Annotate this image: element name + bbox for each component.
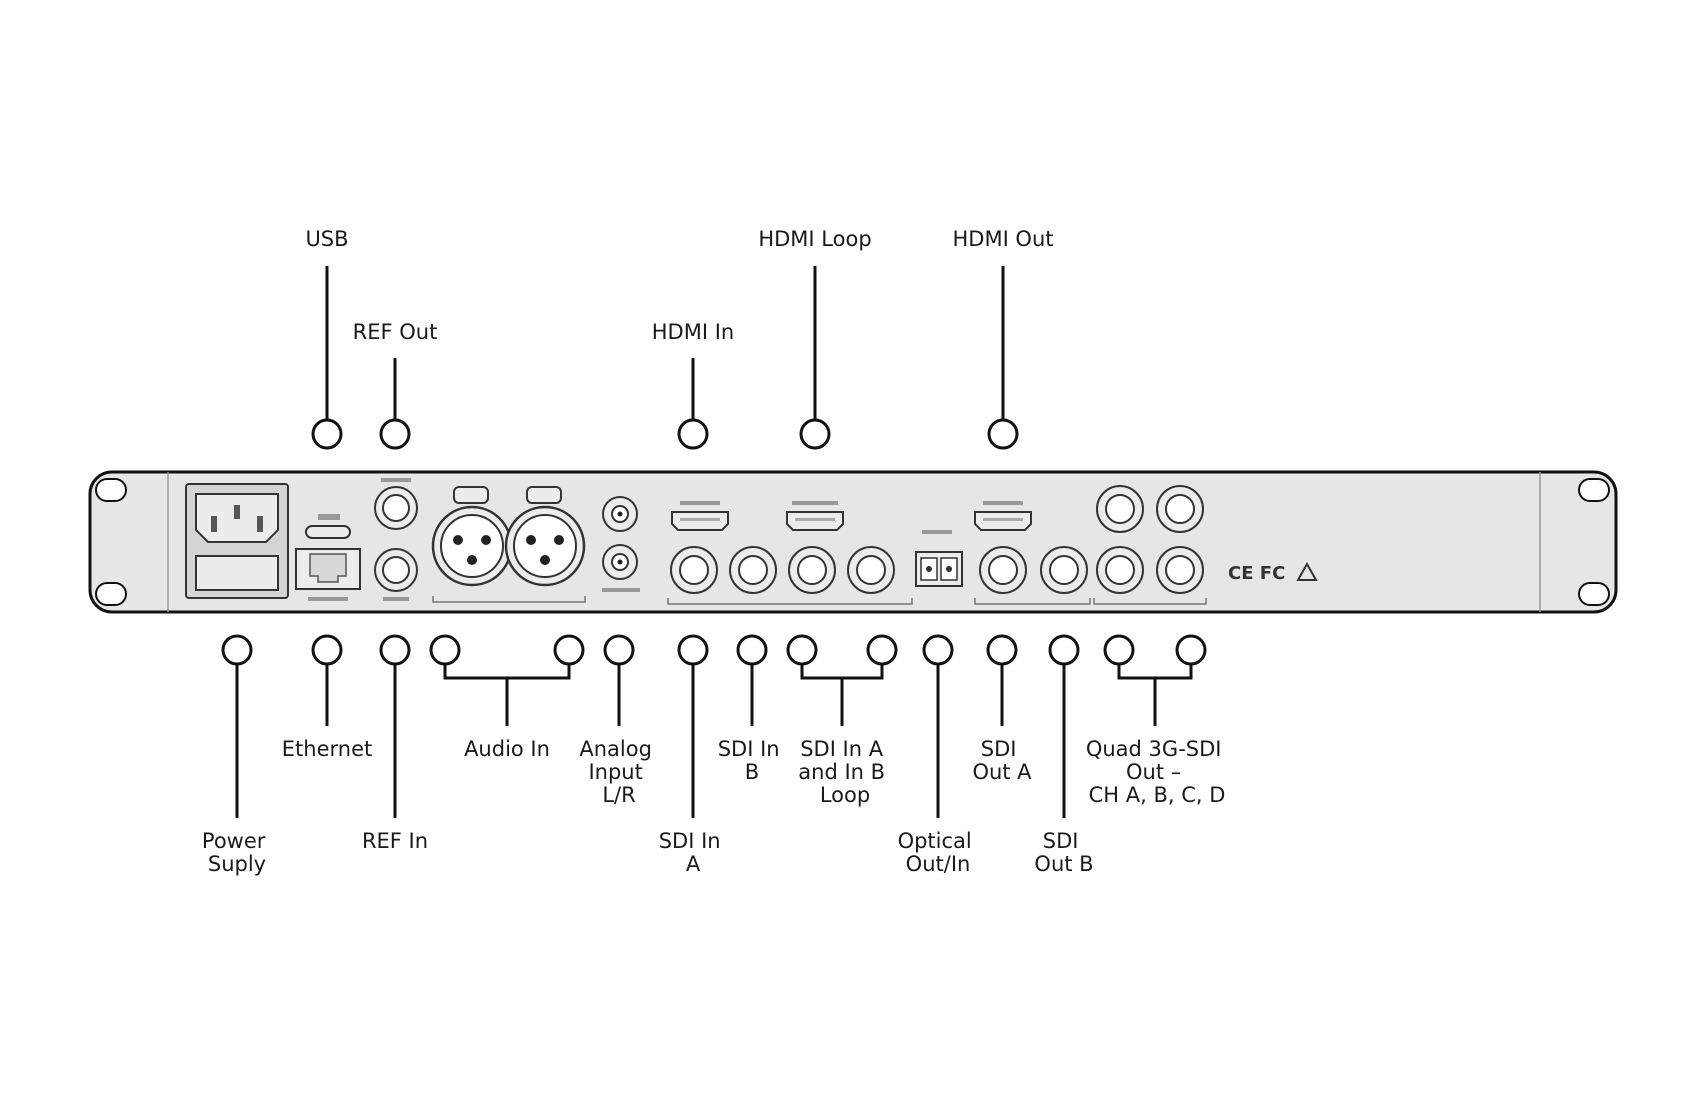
callout-marker-usb <box>311 418 343 450</box>
label-sdi-loop: SDI In A and In B Loop <box>798 737 891 807</box>
label-optical: Optical Out/In <box>898 829 979 876</box>
certification-marks: CE FC <box>1228 563 1285 584</box>
mount-hole-top-left <box>95 478 127 502</box>
quad-sdi-ch-a-port <box>1096 485 1144 533</box>
hdmi-out-port <box>974 501 1032 531</box>
bottom-labels: Power Suply Ethernet REF In Audio In Ana… <box>202 737 1228 876</box>
label-sdi-in-a: SDI In A <box>659 829 728 876</box>
hdmi-loop-port <box>786 501 844 531</box>
xlr-audio-in-2 <box>504 486 586 587</box>
label-hdmi-out: HDMI Out <box>952 227 1053 251</box>
callout-marker-sdi-loop-b <box>866 634 898 666</box>
callout-marker-hdmi-loop <box>799 418 831 450</box>
callout-marker-quad-2 <box>1175 634 1207 666</box>
rca-analog-right <box>602 544 638 580</box>
callout-marker-ref-out <box>379 418 411 450</box>
callout-marker-power-supply <box>221 634 253 666</box>
callout-marker-sdi-out-b <box>1048 634 1080 666</box>
label-analog-input: Analog Input L/R <box>579 737 658 807</box>
callout-marker-ref-in <box>379 634 411 666</box>
sdi-in-a-port <box>670 546 718 594</box>
mount-hole-bottom-left <box>95 582 127 606</box>
callout-marker-sdi-out-a <box>986 634 1018 666</box>
label-hdmi-loop: HDMI Loop <box>758 227 871 251</box>
ref-in-port <box>374 548 418 601</box>
sdi-out-a-port <box>979 546 1027 594</box>
label-sdi-out-a: SDI Out A <box>972 737 1032 784</box>
rca-analog-left <box>602 496 638 532</box>
label-quad-sdi: Quad 3G-SDI Out – CH A, B, C, D <box>1086 737 1228 807</box>
hdmi-in-port <box>671 501 729 531</box>
callout-marker-analog-input <box>603 634 635 666</box>
callout-marker-quad-1 <box>1103 634 1135 666</box>
quad-sdi-ch-b-port <box>1156 485 1204 533</box>
label-power-supply: Power Suply <box>202 829 272 876</box>
optical-port <box>915 530 963 587</box>
callout-marker-audio-in-2 <box>553 634 585 666</box>
callout-marker-audio-in-1 <box>429 634 461 666</box>
callout-marker-sdi-in-b <box>736 634 768 666</box>
callout-marker-sdi-in-a <box>677 634 709 666</box>
label-usb: USB <box>305 227 348 251</box>
ethernet-port <box>295 548 361 601</box>
label-sdi-out-b: SDI Out B <box>1034 829 1093 876</box>
sdi-loop-a-port <box>788 546 836 594</box>
rack-panel: CE FC <box>88 470 1618 614</box>
label-ref-out: REF Out <box>353 320 438 344</box>
callout-marker-ethernet <box>311 634 343 666</box>
sdi-out-b-port <box>1040 546 1088 594</box>
mount-hole-bottom-right <box>1578 582 1610 606</box>
quad-sdi-ch-c-port <box>1096 546 1144 594</box>
label-ethernet: Ethernet <box>282 737 372 761</box>
callout-marker-optical <box>922 634 954 666</box>
xlr-audio-in-1 <box>431 486 513 587</box>
sdi-loop-b-port <box>847 546 895 594</box>
bottom-callouts <box>221 634 1207 818</box>
callout-marker-sdi-loop-a <box>786 634 818 666</box>
usb-port <box>305 514 351 539</box>
quad-sdi-ch-d-port <box>1156 546 1204 594</box>
callout-marker-hdmi-in <box>677 418 709 450</box>
label-audio-in: Audio In <box>464 737 550 761</box>
top-labels: USB REF Out HDMI In HDMI Loop HDMI Out <box>305 227 1053 344</box>
callout-marker-hdmi-out <box>987 418 1019 450</box>
ref-out-port <box>374 478 418 530</box>
mount-hole-top-right <box>1578 478 1610 502</box>
label-hdmi-in: HDMI In <box>652 320 734 344</box>
label-ref-in: REF In <box>362 829 428 853</box>
warning-triangle-icon <box>1296 561 1318 581</box>
power-inlet-port <box>185 483 289 599</box>
sdi-in-b-port <box>729 546 777 594</box>
label-sdi-in-b: SDI In B <box>718 737 787 784</box>
top-callouts <box>311 266 1019 450</box>
